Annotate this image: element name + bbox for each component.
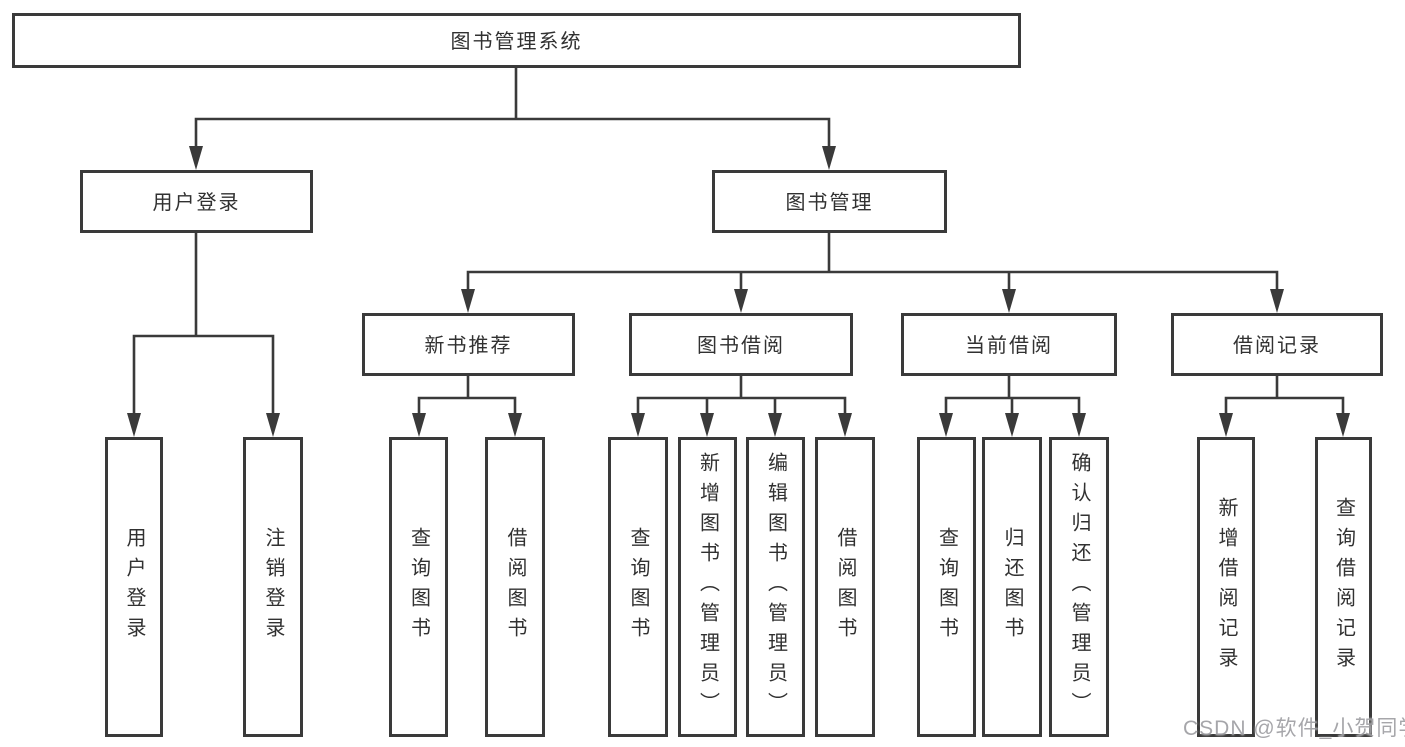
- arrowhead-icon: [822, 146, 836, 170]
- node-new-book-recommendation: 新书推荐: [362, 313, 575, 376]
- arrowhead-icon: [939, 413, 953, 437]
- arrowhead-icon: [631, 413, 645, 437]
- leaf-borrow-books-recommend: 借阅图书: [485, 437, 545, 737]
- arrowhead-icon: [734, 289, 748, 313]
- leaf-query-books-recommend: 查询图书: [389, 437, 448, 737]
- arrowhead-icon: [1005, 413, 1019, 437]
- node-user-login: 用户登录: [80, 170, 313, 233]
- leaf-user-login: 用户登录: [105, 437, 163, 737]
- leaf-logout: 注销登录: [243, 437, 303, 737]
- leaf-confirm-return-admin: 确认归还（管理员）: [1049, 437, 1109, 737]
- node-borrowing-records: 借阅记录: [1171, 313, 1383, 376]
- arrowhead-icon: [266, 413, 280, 437]
- arrowhead-icon: [461, 289, 475, 313]
- arrowhead-icon: [838, 413, 852, 437]
- arrowhead-icon: [1270, 289, 1284, 313]
- arrowhead-icon: [700, 413, 714, 437]
- leaf-edit-books-admin: 编辑图书（管理员）: [746, 437, 805, 737]
- leaf-add-borrow-record: 新增借阅记录: [1197, 437, 1255, 737]
- leaf-query-borrow-record: 查询借阅记录: [1315, 437, 1372, 737]
- leaf-return-books: 归还图书: [982, 437, 1042, 737]
- arrowhead-icon: [1219, 413, 1233, 437]
- arrowhead-icon: [189, 146, 203, 170]
- arrowhead-icon: [127, 413, 141, 437]
- leaf-borrow-books-borrowing: 借阅图书: [815, 437, 875, 737]
- leaf-add-books-admin: 新增图书（管理员）: [678, 437, 737, 737]
- arrowhead-icon: [1002, 289, 1016, 313]
- arrowhead-icon: [412, 413, 426, 437]
- arrowhead-icon: [1072, 413, 1086, 437]
- leaf-query-books-borrowing: 查询图书: [608, 437, 668, 737]
- node-book-management-system: 图书管理系统: [12, 13, 1021, 68]
- leaf-query-books-current: 查询图书: [917, 437, 976, 737]
- arrowhead-icon: [508, 413, 522, 437]
- node-book-borrowing: 图书借阅: [629, 313, 853, 376]
- node-book-management: 图书管理: [712, 170, 947, 233]
- node-current-borrowing: 当前借阅: [901, 313, 1117, 376]
- arrowhead-icon: [1336, 413, 1350, 437]
- arrowhead-icon: [768, 413, 782, 437]
- watermark: CSDN @软件_小贺同学: [1183, 717, 1405, 740]
